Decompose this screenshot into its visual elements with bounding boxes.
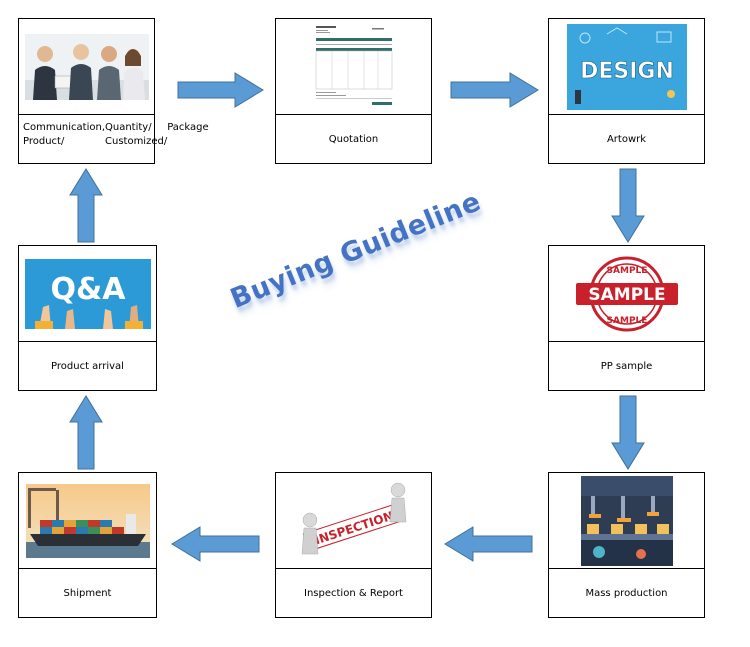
- svg-text:SAMPLE: SAMPLE: [606, 316, 647, 326]
- step-label: Shipment: [63, 587, 112, 599]
- container-ship-photo: [19, 473, 156, 569]
- step-product-arrival: Q&A Product arrival: [18, 245, 157, 391]
- svg-text:SAMPLE: SAMPLE: [588, 285, 665, 305]
- arrow-down-icon: [611, 395, 645, 470]
- arrow-left-icon: [444, 526, 533, 562]
- arrow-right-icon: [450, 72, 539, 108]
- step-label: Quotation: [328, 133, 379, 145]
- arrow-left-icon: [171, 526, 260, 562]
- inspection-figures: INSPECTION: [276, 473, 431, 569]
- design-banner: DESIGN: [549, 19, 704, 115]
- svg-text:DESIGN: DESIGN: [580, 59, 674, 84]
- sample-stamp: SAMPLE SAMPLE SAMPLE: [549, 246, 704, 342]
- arrow-right-icon: [177, 72, 264, 108]
- step-label: PP sample: [600, 360, 653, 372]
- business-meeting-photo: [19, 19, 154, 115]
- svg-text:SAMPLE: SAMPLE: [606, 266, 647, 276]
- quotation-document: [276, 19, 431, 115]
- step-quotation: Quotation: [275, 18, 432, 164]
- arrow-down-icon: [611, 168, 645, 243]
- step-label: Product arrival: [51, 360, 124, 372]
- step-communication: Communication, Product/ Quantity/ Custom…: [18, 18, 209, 164]
- step-inspection: INSPECTION Inspection & Report: [275, 472, 432, 618]
- step-label: Inspection & Report: [304, 587, 403, 599]
- factory-production-line: [549, 473, 704, 569]
- step-pp-sample: SAMPLE SAMPLE SAMPLE PP sample: [548, 245, 705, 391]
- step-shipment: Shipment: [18, 472, 157, 618]
- step-mass-production: Mass production: [548, 472, 705, 618]
- arrow-up-icon: [69, 395, 103, 470]
- step-label: Communication, Product/ Quantity/ Custom…: [23, 122, 209, 147]
- step-label: Mass production: [585, 587, 668, 599]
- diagram-title: Buying Guideline: [226, 186, 486, 315]
- step-label: Artowrk: [606, 133, 647, 145]
- svg-text:Q&A: Q&A: [50, 272, 126, 307]
- arrow-up-icon: [69, 168, 103, 243]
- step-artwork: DESIGN Artowrk: [548, 18, 705, 164]
- qa-hands-banner: Q&A: [19, 246, 156, 342]
